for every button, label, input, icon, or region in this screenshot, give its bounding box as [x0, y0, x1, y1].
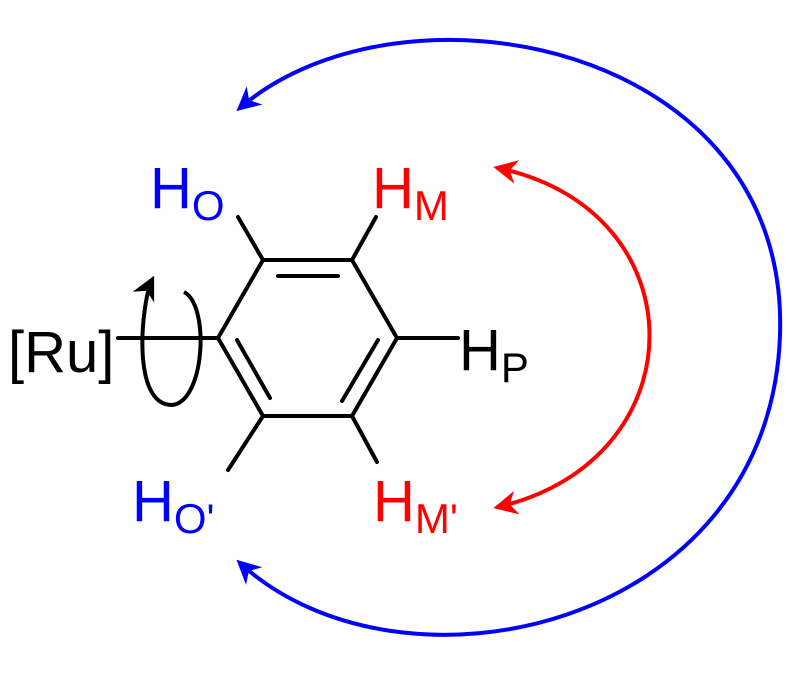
bond-h-meta-prime	[350, 414, 379, 464]
h-ortho-main: H	[150, 156, 192, 221]
h-ortho-sub: O	[192, 182, 225, 229]
meta-exchange-arrow	[493, 160, 652, 515]
metal-label: [Ru]	[8, 320, 114, 385]
h-para-main: H	[459, 318, 501, 383]
h-ortho-label: HO	[150, 156, 225, 229]
ring-bond-upper-left	[216, 258, 265, 340]
h-meta-prime-main: H	[373, 469, 415, 534]
bond-h-ortho-prime	[226, 414, 265, 472]
h-ortho-prime-main: H	[132, 469, 174, 534]
substituent-bonds	[116, 215, 460, 472]
h-meta-prime-label: HM'	[373, 469, 458, 542]
bond-h-meta	[350, 215, 378, 262]
ortho-exchange-arrow	[236, 37, 783, 637]
h-meta-label: HM	[372, 156, 449, 229]
ring-bond-lower-left-inner	[235, 338, 272, 400]
ring-bond-lower-right	[350, 336, 399, 418]
h-meta-sub: M	[414, 182, 449, 229]
h-meta-main: H	[372, 156, 414, 221]
ring-bond-lower-right-inner	[340, 338, 380, 403]
h-meta-prime-sub: M'	[415, 495, 458, 542]
rotation-arrow-icon	[132, 275, 203, 408]
benzene-ring	[216, 258, 399, 418]
ring-bond-upper-right	[350, 258, 399, 340]
bond-h-ortho	[236, 215, 265, 262]
h-para-label: HP	[459, 318, 529, 391]
h-para-sub: P	[501, 344, 529, 391]
h-ortho-prime-sub: O'	[174, 495, 215, 542]
h-ortho-prime-label: HO'	[132, 469, 215, 542]
